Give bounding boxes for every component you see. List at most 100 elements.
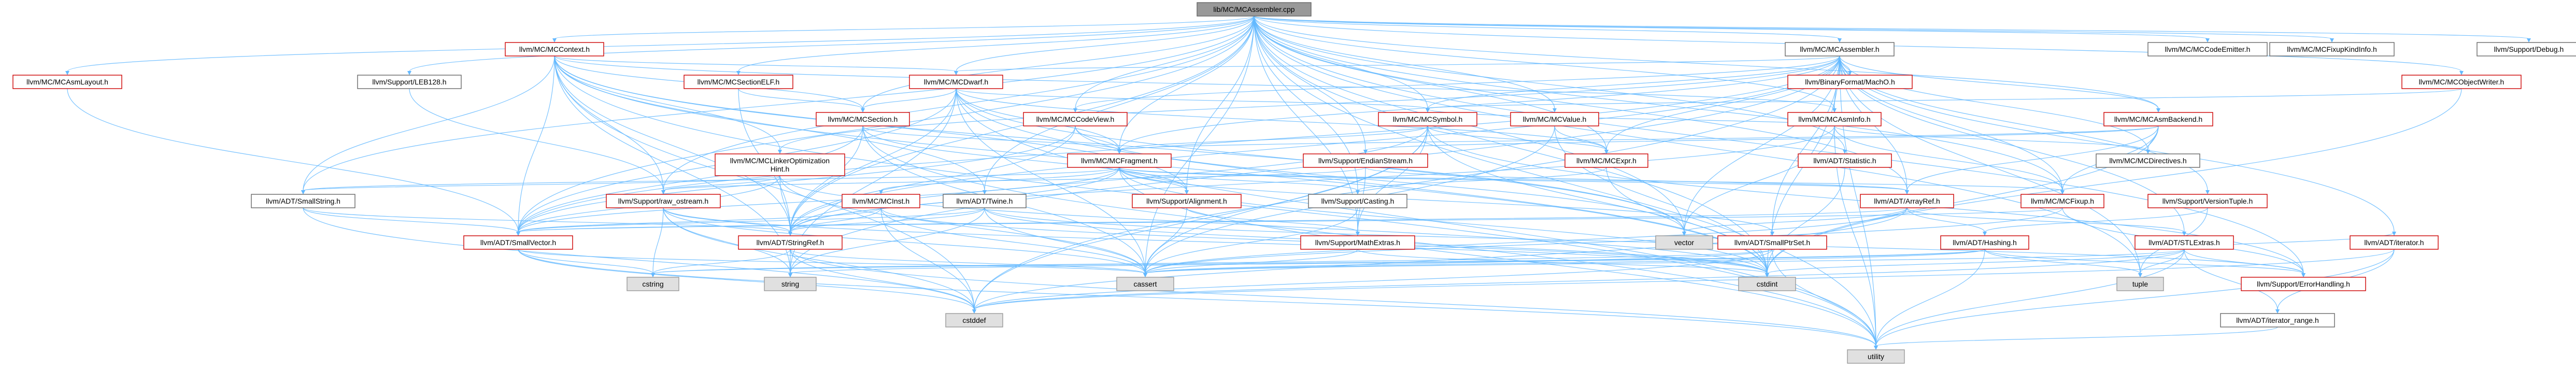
include-edge-hashing-to-utility	[1875, 249, 1985, 347]
node-root[interactable]: lib/MC/MCAssembler.cpp	[1197, 2, 1312, 17]
node-smallptrset[interactable]: llvm/ADT/SmallPtrSet.h	[1717, 235, 1827, 250]
node-label: llvm/Support/MathExtras.h	[1315, 238, 1400, 247]
node-smallstring[interactable]: llvm/ADT/SmallString.h	[251, 194, 355, 208]
node-mcfixupkindinfo[interactable]: llvm/MC/MCFixupKindInfo.h	[2269, 42, 2395, 56]
edge-arrowhead	[972, 309, 976, 314]
node-hashing[interactable]: llvm/ADT/Hashing.h	[1940, 235, 2029, 250]
node-cassert: cassert	[1116, 277, 1174, 291]
node-cstddef: cstddef	[945, 313, 1003, 328]
include-edge-root-to-mcasmbackend	[1254, 16, 2159, 109]
node-mcfragment[interactable]: llvm/MC/MCFragment.h	[1067, 153, 1172, 168]
node-mcinst[interactable]: llvm/MC/MCInst.h	[842, 194, 920, 208]
include-edge-root-to-twine	[984, 16, 1255, 191]
node-endianstream[interactable]: llvm/Support/EndianStream.h	[1303, 153, 1428, 168]
node-box	[943, 194, 1027, 208]
node-mcfixup[interactable]: llvm/MC/MCFixup.h	[2020, 194, 2104, 208]
edge-arrowhead	[2205, 190, 2210, 194]
include-edge-root-to-mccodeemitter	[1254, 16, 2208, 39]
edge-arrowhead	[301, 190, 305, 194]
include-edge-smallvector-to-utility	[518, 249, 1876, 347]
include-edge-root-to-tuple	[1254, 16, 2141, 274]
include-edge-smallvector-to-cstring	[518, 249, 653, 274]
node-versiontuple[interactable]: llvm/Support/VersionTuple.h	[2147, 194, 2268, 208]
edge-arrowhead	[1426, 108, 1430, 112]
node-label: llvm/ADT/iterator_range.h	[2236, 316, 2319, 324]
node-stringref[interactable]: llvm/ADT/StringRef.h	[738, 235, 843, 250]
include-edge-arrayref-to-cassert	[1145, 207, 1908, 274]
include-edge-stlextras-to-tuple	[2140, 249, 2185, 274]
node-arrayref[interactable]: llvm/ADT/ArrayRef.h	[1860, 194, 1954, 208]
node-mcasmlayout[interactable]: llvm/MC/MCAsmLayout.h	[12, 75, 122, 89]
node-alignment[interactable]: llvm/Support/Alignment.h	[1132, 194, 1242, 208]
include-edge-endianstream-to-arrayref	[1365, 167, 1908, 191]
node-mccodeview[interactable]: llvm/MC/MCCodeView.h	[1023, 112, 1128, 126]
edge-arrowhead	[1117, 150, 1121, 154]
edge-arrowhead	[2301, 273, 2305, 277]
include-edge-versiontuple-to-hashing	[1984, 207, 2208, 233]
node-mcexpr[interactable]: llvm/MC/MCExpr.h	[1564, 153, 1648, 168]
edge-arrowhead	[2330, 38, 2334, 42]
node-label: llvm/ADT/SmallPtrSet.h	[1734, 238, 1810, 247]
node-mcasmbackend[interactable]: llvm/MC/MCAsmBackend.h	[2103, 112, 2213, 126]
include-edge-iterator-to-cstddef	[974, 249, 2395, 310]
edge-arrowhead	[788, 232, 792, 236]
node-box	[1132, 194, 1242, 208]
node-mathextras[interactable]: llvm/Support/MathExtras.h	[1300, 235, 1415, 250]
node-iterator[interactable]: llvm/ADT/iterator.h	[2350, 235, 2439, 250]
node-mcvalue[interactable]: llvm/MC/MCValue.h	[1510, 112, 1599, 126]
node-leb128[interactable]: llvm/Support/LEB128.h	[357, 75, 462, 89]
include-edge-smallptrset-to-cassert	[1145, 249, 1773, 274]
node-mcsection[interactable]: llvm/MC/MCSection.h	[816, 112, 910, 126]
node-label: llvm/MC/MCDirectives.h	[2109, 156, 2186, 165]
edge-arrowhead	[661, 190, 665, 194]
node-binaryformat[interactable]: llvm/BinaryFormat/MachO.h	[1787, 75, 1913, 89]
include-edge-iteratorrange-to-utility	[1875, 326, 2278, 347]
edge-arrowhead	[1553, 108, 1557, 112]
node-label: vector	[1674, 238, 1694, 247]
node-iteratorrange[interactable]: llvm/ADT/iterator_range.h	[2220, 313, 2335, 328]
node-stlextras[interactable]: llvm/ADT/STLExtras.h	[2134, 235, 2234, 250]
edge-arrowhead	[1185, 190, 1189, 194]
edge-arrowhead	[861, 108, 865, 112]
edge-arrowhead	[2459, 71, 2464, 75]
node-mcasminfo[interactable]: llvm/MC/MCAsmInfo.h	[1787, 112, 1882, 126]
node-mcdirectives[interactable]: llvm/MC/MCDirectives.h	[2096, 153, 2200, 168]
node-mcassembler[interactable]: llvm/MC/MCAssembler.h	[1785, 42, 1895, 56]
node-box	[945, 313, 1003, 328]
node-supportdebug[interactable]: llvm/Support/Debug.h	[2477, 42, 2576, 56]
node-adtstatistic[interactable]: llvm/ADT/Statistic.h	[1798, 153, 1892, 168]
node-label: llvm/MC/MCAsmLayout.h	[26, 78, 108, 86]
include-edge-root-to-mcsection	[862, 16, 1255, 109]
node-label: llvm/MC/MCInst.h	[852, 197, 909, 205]
node-box	[764, 277, 817, 291]
node-errorhandling[interactable]: llvm/Support/ErrorHandling.h	[2241, 277, 2366, 291]
include-edge-root-to-supportdebug	[1254, 16, 2529, 39]
include-edge-iterator-to-utility	[1875, 249, 2395, 347]
node-label: llvm/MC/MCCodeView.h	[1036, 115, 1115, 123]
node-mcdwarf[interactable]: llvm/MC/MCDwarf.h	[909, 75, 1003, 89]
node-rawostream[interactable]: llvm/Support/raw_ostream.h	[606, 194, 721, 208]
node-mcsymbol[interactable]: llvm/MC/MCSymbol.h	[1378, 112, 1477, 126]
edge-layer	[65, 16, 2531, 350]
node-box	[12, 75, 122, 89]
node-label: llvm/Support/Debug.h	[2494, 45, 2564, 53]
node-box	[1940, 235, 2029, 250]
include-edge-hashing-to-errorhandling	[1984, 249, 2304, 274]
node-mccodeemitter[interactable]: llvm/MC/MCCodeEmitter.h	[2147, 42, 2268, 56]
include-edge-mcfragment-to-alignment	[1119, 167, 1187, 191]
include-edge-stringref-to-cstddef	[790, 249, 975, 310]
include-edge-mcfragment-to-casting	[1119, 167, 1358, 191]
node-mccontext[interactable]: llvm/MC/MCContext.h	[505, 42, 604, 56]
node-mcobjectwriter[interactable]: llvm/MC/MCObjectWriter.h	[2401, 75, 2522, 89]
node-smallvector[interactable]: llvm/ADT/SmallVector.h	[463, 235, 573, 250]
node-label: llvm/Support/ErrorHandling.h	[2257, 280, 2350, 288]
node-label: llvm/MC/MCSymbol.h	[1393, 115, 1463, 123]
include-edge-root-to-mathextras	[1254, 16, 1358, 233]
node-casting[interactable]: llvm/Support/Casting.h	[1308, 194, 1407, 208]
node-twine[interactable]: llvm/ADT/Twine.h	[943, 194, 1027, 208]
node-mcsectionelf[interactable]: llvm/MC/MCSectionELF.h	[684, 75, 793, 89]
node-box	[1303, 153, 1428, 168]
edge-arrowhead	[65, 71, 69, 75]
include-edge-mcfragment-to-smallvector	[518, 167, 1120, 233]
